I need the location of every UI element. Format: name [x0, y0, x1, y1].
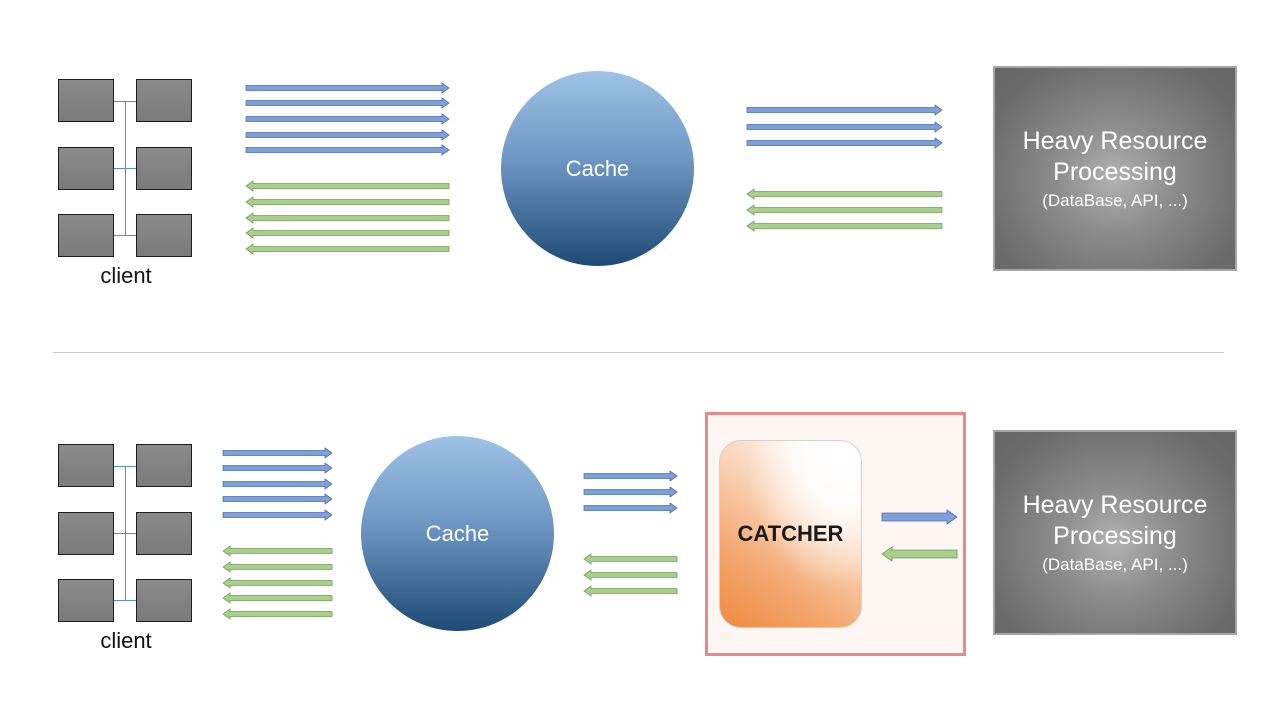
heavy-subtitle: (DataBase, API, ...): [1042, 190, 1188, 210]
request-arrow: [222, 493, 333, 505]
response-arrow: [245, 196, 450, 208]
top-cache-node: Cache: [501, 71, 694, 266]
heavy-title-line2: Processing: [1053, 521, 1177, 550]
heavy-title-line1: Heavy Resource: [1022, 490, 1208, 519]
request-arrow: [746, 121, 943, 133]
client-node: [58, 579, 114, 622]
request-arrow: [245, 82, 450, 94]
response-arrow: [881, 546, 958, 562]
response-arrow: [245, 180, 450, 192]
response-arrow: [222, 561, 333, 573]
client-label: client: [100, 628, 152, 653]
request-arrow: [583, 486, 678, 498]
request-arrow: [245, 129, 450, 141]
client-connector: [114, 235, 136, 236]
top-heavy-resource-box: Heavy Resource Processing (DataBase, API…: [993, 66, 1237, 271]
request-arrow: [222, 478, 333, 490]
request-arrow: [222, 447, 333, 459]
bottom-cache-node: Cache: [361, 436, 554, 631]
client-label: client: [100, 263, 152, 288]
heavy-subtitle: (DataBase, API, ...): [1042, 554, 1188, 574]
request-arrow: [881, 509, 958, 525]
response-arrow: [583, 569, 678, 581]
client-node: [136, 444, 192, 487]
client-node: [136, 512, 192, 555]
client-connector: [114, 101, 136, 102]
heavy-title-line1: Heavy Resource: [1022, 126, 1208, 155]
client-connector: [114, 168, 136, 169]
client-node: [58, 214, 114, 257]
request-arrow: [583, 470, 678, 482]
client-connector: [114, 533, 136, 534]
client-node: [136, 147, 192, 190]
request-arrow: [222, 509, 333, 521]
response-arrow: [583, 553, 678, 565]
request-arrow: [222, 462, 333, 474]
heavy-title-line2: Processing: [1053, 157, 1177, 186]
response-arrow: [746, 188, 943, 200]
response-arrow: [245, 227, 450, 239]
request-arrow: [245, 97, 450, 109]
section-divider: [53, 352, 1224, 353]
response-arrow: [245, 212, 450, 224]
request-arrow: [245, 113, 450, 125]
client-node: [136, 214, 192, 257]
client-node: [58, 512, 114, 555]
request-arrow: [245, 144, 450, 156]
client-connector: [114, 600, 136, 601]
response-arrow: [746, 220, 943, 232]
client-node: [58, 147, 114, 190]
client-node: [136, 579, 192, 622]
bottom-heavy-resource-box: Heavy Resource Processing (DataBase, API…: [993, 430, 1237, 635]
catcher-label: CATCHER: [737, 521, 844, 546]
response-arrow: [583, 585, 678, 597]
client-node: [58, 79, 114, 122]
response-arrow: [222, 577, 333, 589]
cache-label: Cache: [565, 155, 630, 181]
client-node: [136, 79, 192, 122]
catcher-node: CATCHER: [719, 440, 862, 628]
response-arrow: [245, 243, 450, 255]
cache-label: Cache: [425, 520, 490, 546]
request-arrow: [746, 104, 943, 116]
response-arrow: [222, 592, 333, 604]
response-arrow: [746, 204, 943, 216]
client-connector: [114, 466, 136, 467]
response-arrow: [222, 545, 333, 557]
request-arrow: [583, 502, 678, 514]
response-arrow: [222, 608, 333, 620]
request-arrow: [746, 137, 943, 149]
client-node: [58, 444, 114, 487]
